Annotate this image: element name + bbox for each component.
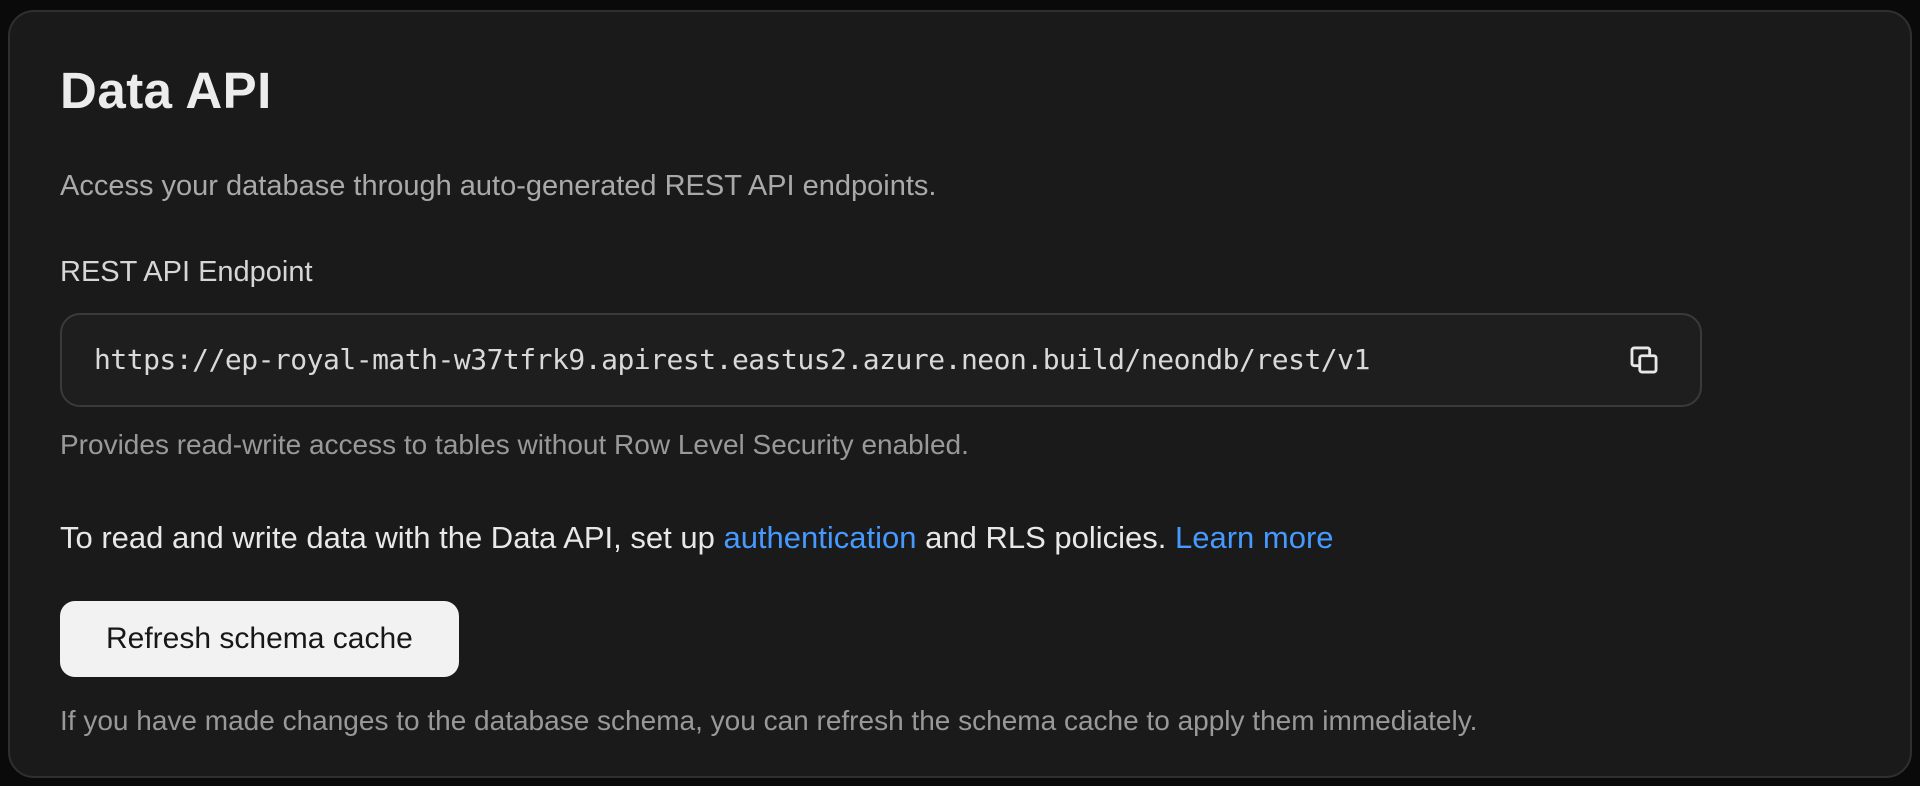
- rest-api-endpoint-url: https://ep-royal-math-w37tfrk9.apirest.e…: [94, 343, 1370, 377]
- refresh-helper-text: If you have made changes to the database…: [60, 704, 1478, 736]
- rest-api-endpoint-field[interactable]: https://ep-royal-math-w37tfrk9.apirest.e…: [60, 312, 1702, 407]
- refresh-schema-cache-button[interactable]: Refresh schema cache: [60, 600, 459, 677]
- data-api-panel: Data API Access your database through au…: [8, 10, 1912, 778]
- copy-endpoint-button[interactable]: [1616, 332, 1672, 388]
- rls-note: To read and write data with the Data API…: [60, 517, 1860, 559]
- page-title: Data API: [60, 62, 272, 119]
- page-description: Access your database through auto-genera…: [60, 169, 937, 202]
- endpoint-helper-text: Provides read-write access to tables wit…: [60, 428, 969, 460]
- rest-api-endpoint-label: REST API Endpoint: [60, 255, 313, 288]
- learn-more-link[interactable]: Learn more: [1174, 519, 1334, 555]
- authentication-link[interactable]: authentication: [723, 519, 917, 555]
- rls-note-text-before: To read and write data with the Data API…: [60, 519, 724, 555]
- rls-note-text-middle: and RLS policies.: [916, 519, 1175, 555]
- copy-icon: [1627, 343, 1661, 377]
